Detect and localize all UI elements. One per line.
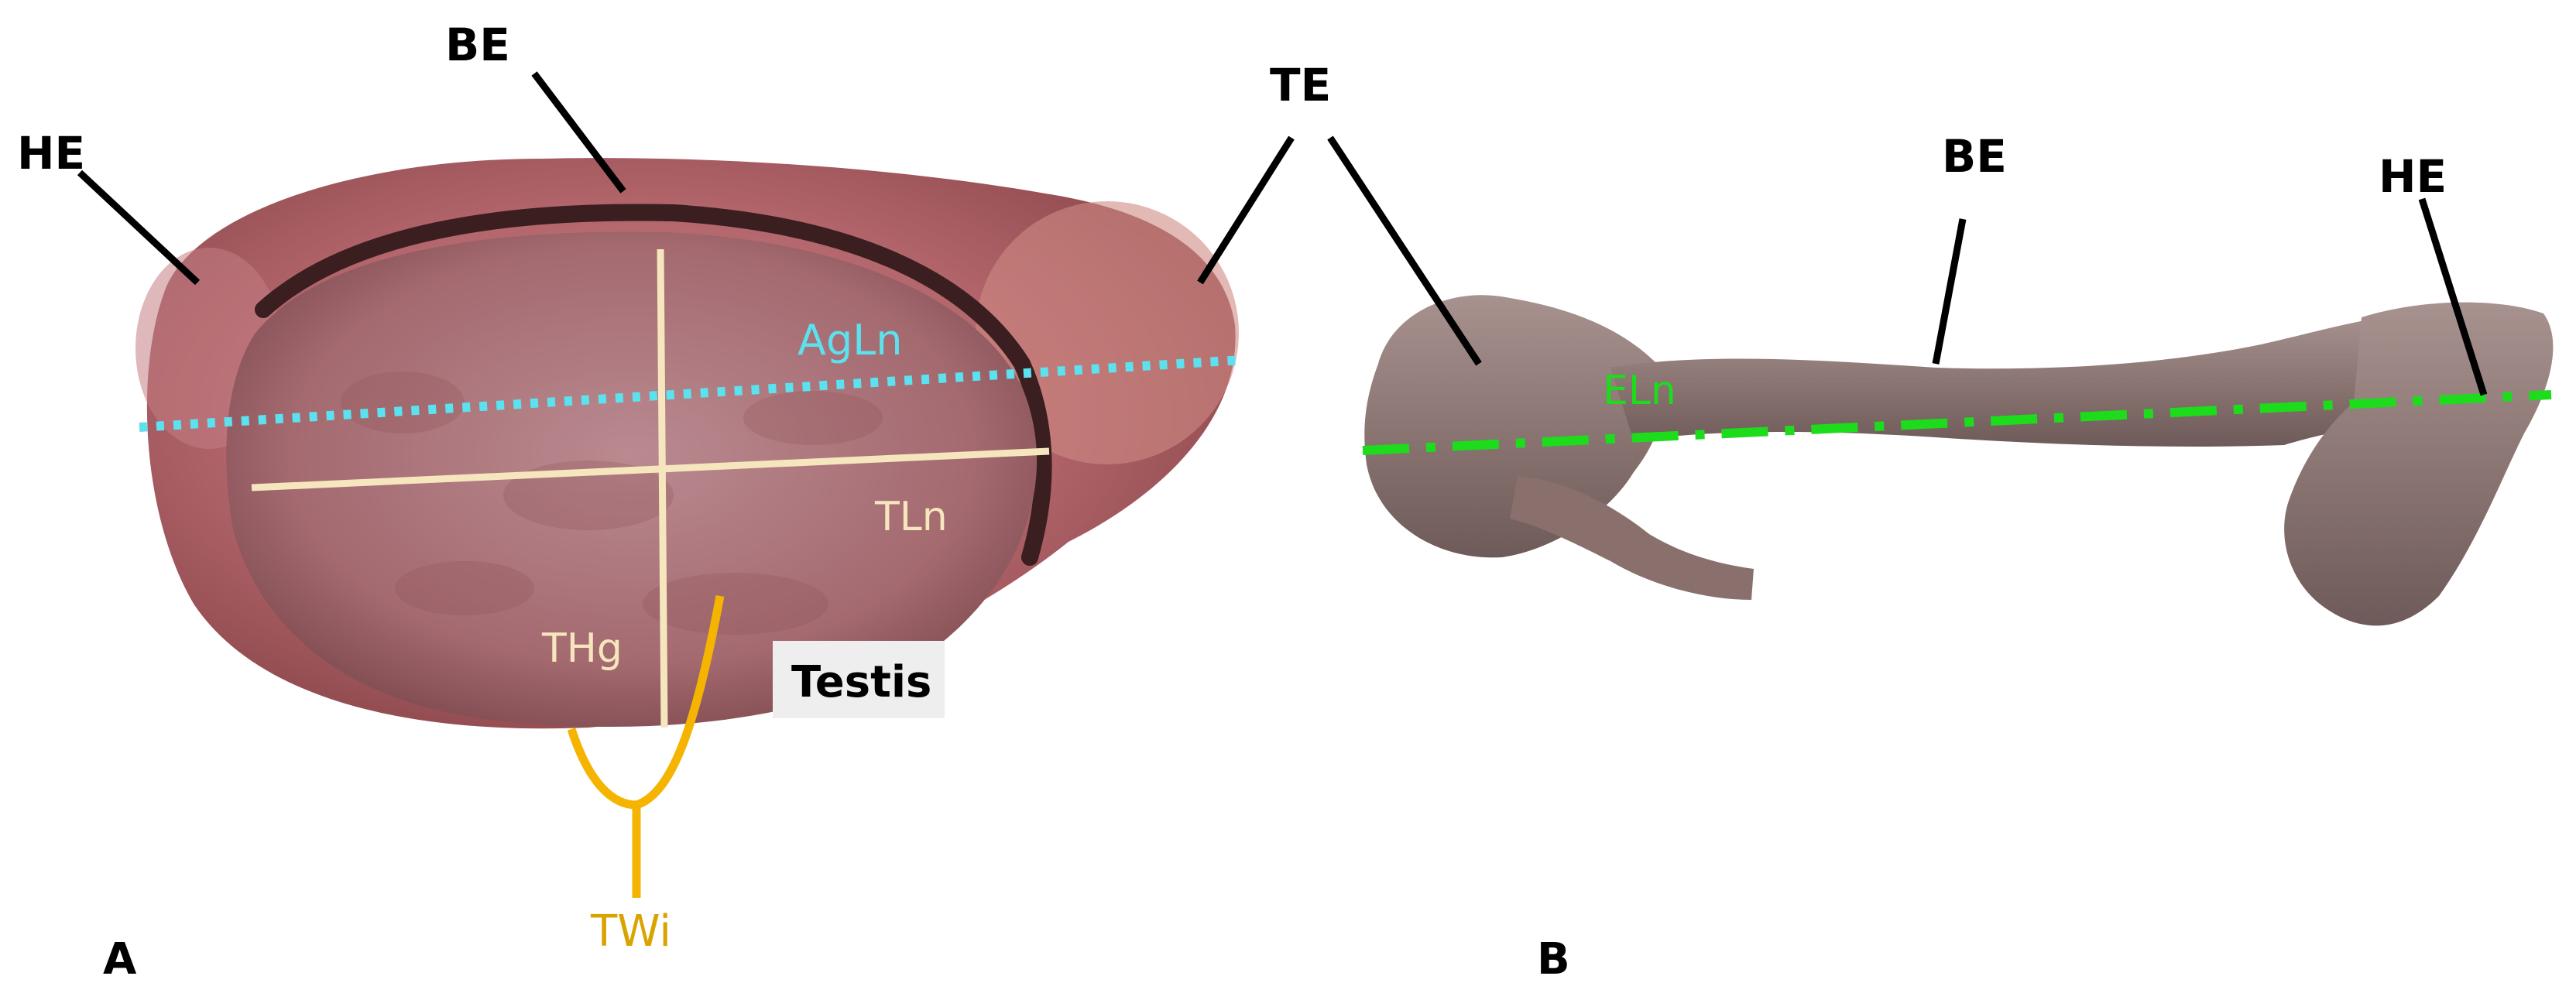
- label-he-a: HE: [17, 127, 85, 180]
- label-eln: ELn: [1603, 368, 1676, 414]
- thg-line: [657, 248, 668, 728]
- label-be-a: BE: [445, 19, 510, 71]
- label-be-b: BE: [1942, 130, 2007, 183]
- testis-body: [226, 231, 1038, 728]
- label-thg: THg: [541, 625, 623, 672]
- eln-line: [1362, 390, 2552, 455]
- label-he-b: HE: [2379, 150, 2447, 203]
- testis-label-box: [773, 641, 945, 718]
- label-agln: AgLn: [797, 316, 903, 365]
- te-leader-a: [1197, 135, 1295, 285]
- he-leader-b: [2418, 197, 2488, 396]
- body-tube: [1610, 313, 2439, 447]
- be-leader-a: [531, 71, 626, 193]
- label-te: TE: [1270, 59, 1331, 111]
- tln-line: [251, 447, 1050, 491]
- be-leader-b: [1932, 218, 1967, 365]
- label-twi: TWi: [590, 906, 671, 957]
- duct-stub: [1510, 476, 1754, 600]
- te-leader-b: [1327, 135, 1482, 366]
- tail-lump: [1364, 295, 1665, 558]
- panel-label-a: A: [103, 934, 137, 985]
- panel-a: HE BE TE AgLn TLn THg Testis TWi A: [17, 19, 1331, 985]
- tissue-texture: [341, 372, 883, 635]
- he-leader-a: [77, 170, 201, 286]
- panel-label-b: B: [1537, 934, 1570, 985]
- label-tln: TLn: [874, 494, 948, 540]
- label-testis: Testis: [791, 657, 931, 707]
- opening-rim: [255, 204, 1052, 566]
- head-lump: [2284, 302, 2554, 626]
- agln-line: [139, 355, 1243, 432]
- panel-b: BE HE ELn B: [1327, 130, 2554, 985]
- twi-fork: [567, 594, 725, 810]
